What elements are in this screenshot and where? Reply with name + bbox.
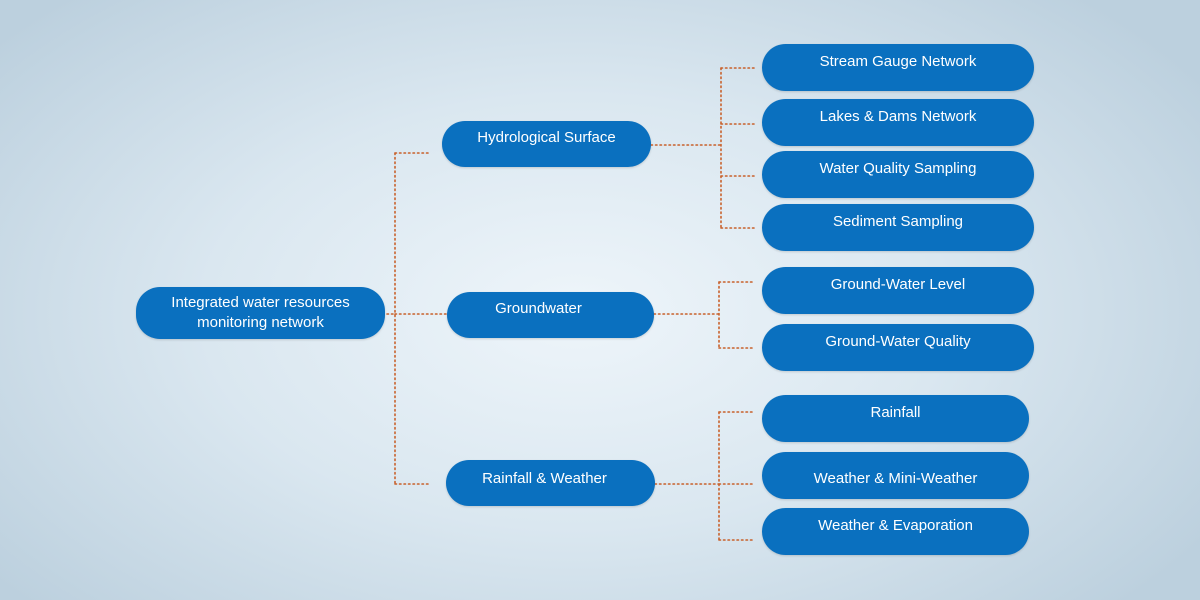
root-node-label: Integrated water resources monitoring ne… [171, 294, 350, 331]
leaf-label: Ground-Water Level [830, 275, 966, 293]
leaf-node-rainfall: Rainfall [762, 395, 1029, 442]
leaf-label: Lakes & Dams Network [819, 107, 977, 125]
leaf-label: Weather & Evaporation [818, 516, 973, 534]
category-label: Hydrological Surface [477, 129, 616, 146]
leaf-label: Stream Gauge Network [819, 52, 977, 70]
leaf-node-ground-water-level: Ground-Water Level [762, 267, 1034, 314]
leaf-node-weather-mini-weather: Weather & Mini-Weather [762, 452, 1029, 499]
leaf-label: Water Quality Sampling [819, 159, 977, 177]
leaf-node-sediment-sampling: Sediment Sampling [762, 204, 1034, 251]
category-node-groundwater: Groundwater [447, 292, 654, 338]
leaf-node-stream-gauge-network: Stream Gauge Network [762, 44, 1034, 91]
category-label: Rainfall & Weather [482, 470, 607, 487]
leaf-label: Sediment Sampling [832, 212, 964, 230]
leaf-label: Rainfall [870, 403, 921, 421]
leaf-node-ground-water-quality: Ground-Water Quality [762, 324, 1034, 371]
leaf-node-water-quality-sampling: Water Quality Sampling [762, 151, 1034, 198]
category-node-rainfall-weather: Rainfall & Weather [446, 460, 655, 506]
category-node-hydrological-surface: Hydrological Surface [442, 121, 651, 167]
leaf-label: Ground-Water Quality [825, 332, 971, 350]
root-node: Integrated water resources monitoring ne… [136, 287, 385, 339]
leaf-node-lakes-dams-network: Lakes & Dams Network [762, 99, 1034, 146]
category-label: Groundwater [495, 300, 582, 317]
leaf-node-weather-evaporation: Weather & Evaporation [762, 508, 1029, 555]
leaf-label: Weather & Mini-Weather [813, 469, 978, 487]
